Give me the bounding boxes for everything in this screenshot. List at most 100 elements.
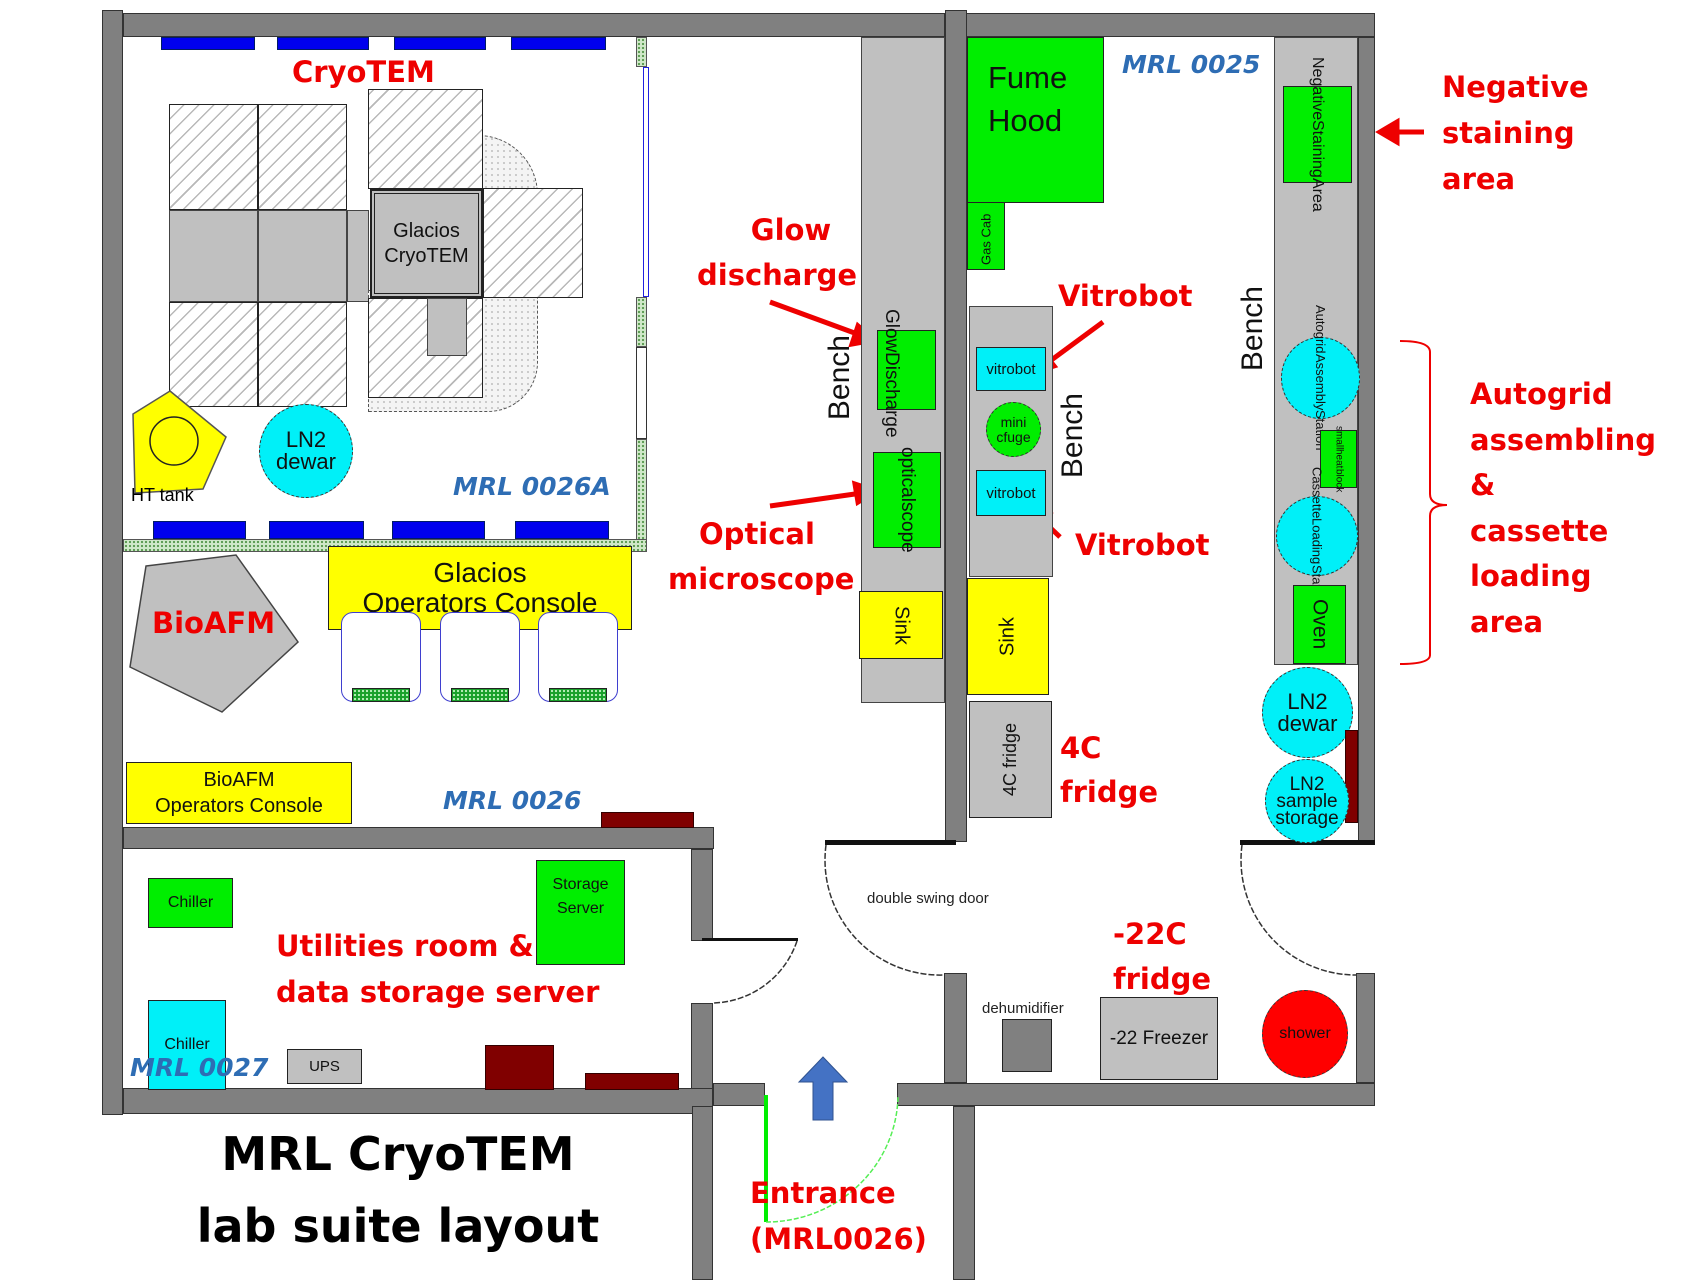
wall-utility-right-upper [691, 849, 713, 941]
glow-line2: discharge [697, 258, 858, 292]
partition-wall [636, 297, 647, 347]
freezer-22: -22 Freezer [1100, 997, 1218, 1080]
ln2-dewar-line2: dewar [276, 449, 336, 474]
fridge22-line2: fridge [1113, 962, 1212, 996]
maroon-cabinet [485, 1045, 554, 1090]
wall-right [1358, 37, 1375, 843]
wall-entrance-left-stub [713, 1083, 765, 1106]
chair [341, 612, 421, 702]
door-swing-arc [824, 844, 945, 976]
ln2-storage-line2: sample [1276, 790, 1338, 812]
utility-door-arc [712, 940, 798, 1004]
entrance-arrow-icon [797, 1056, 849, 1121]
shower: shower [1262, 990, 1348, 1078]
ht-tank-label: HT tank [131, 485, 194, 505]
autogrid-label-line5: loading [1470, 559, 1592, 593]
room-label-0026a: MRL 0026A [453, 472, 611, 501]
utilities-line2: data storage server [276, 975, 600, 1009]
label-optical-microscope: Optical microscope [668, 512, 855, 602]
window-blind [515, 521, 609, 539]
label-22c-fridge: -22C fridge [1113, 912, 1211, 1002]
wall-center-vertical [945, 10, 967, 842]
wall-lower-center-stub [944, 973, 967, 1083]
vitrobot-1: vitrobot [976, 347, 1046, 391]
autogrid-label-line4: cassette [1470, 513, 1609, 548]
label-4c-fridge: 4C fridge [1060, 726, 1158, 814]
cassette-line1: Cassette [1309, 466, 1325, 519]
entrance-line2: (MRL0026) [750, 1222, 927, 1256]
bioafm-console-line2: Operators Console [155, 795, 323, 817]
sink-right: Sink [967, 578, 1049, 695]
window-blind [277, 37, 369, 50]
tem-cabinet [258, 302, 347, 407]
ups: UPS [287, 1049, 362, 1084]
wall-top-right [944, 13, 1375, 37]
sink-left: Sink [859, 591, 943, 659]
glow-discharge-box [877, 330, 936, 410]
window-blind [511, 37, 606, 50]
autogrid-assembly-station: Autogrid Assembly Station [1281, 305, 1360, 451]
bench-left-label: Bench [823, 335, 856, 421]
label-bioafm: BioAFM [152, 606, 276, 640]
double-swing-door-label: double swing door [867, 890, 989, 907]
ln2-dewar-0025-line2: dewar [1277, 710, 1338, 736]
tem-side-block [483, 188, 583, 298]
neg-box-line2: Staining [1309, 120, 1326, 179]
ln2-sample-storage: LN2 sample storage [1265, 759, 1349, 843]
tem-connector [347, 210, 369, 302]
dehumidifier [1002, 1019, 1052, 1072]
storage-server: Storage Server [536, 860, 625, 965]
dehumidifier-label: dehumidifier [982, 1000, 1064, 1017]
tem-table [258, 210, 347, 302]
label-negative-staining: Negative staining area [1442, 64, 1589, 202]
wall-corridor-left [692, 1106, 713, 1280]
heat-block-line1: small [1333, 425, 1345, 450]
label-vitrobot-bottom: Vitrobot [1075, 528, 1210, 562]
double-door-frame-left [825, 840, 956, 845]
wall-bottom-left [123, 1088, 713, 1114]
tem-cabinet [169, 302, 258, 407]
tem-column-top [368, 89, 483, 189]
negative-staining-box: Negative Staining Area [1283, 57, 1352, 212]
neg-label-line2: staining [1442, 116, 1575, 150]
vitrobot-2: vitrobot [976, 470, 1046, 516]
mini-cfuge-line1: mini [1000, 413, 1027, 430]
bioafm-operators-console: BioAFM Operators Console [126, 762, 352, 824]
cassette-line2: Loading [1309, 518, 1325, 565]
tem-cabinet [169, 104, 258, 210]
fridge-4c-box: 4C fridge [969, 701, 1052, 818]
partition-wall [636, 37, 647, 67]
label-utilities: Utilities room & data storage server [276, 923, 599, 1015]
door-swing-arc [1240, 844, 1357, 976]
cassette-loading-station: Cassette Loading Station [1276, 467, 1358, 605]
label-autogrid-area: Autogrid assembling & cassette loading a… [1470, 372, 1656, 645]
small-heat-block: small heat block [1320, 426, 1357, 492]
label-cryotem: CryoTEM [292, 55, 435, 89]
chair-base [451, 688, 509, 702]
chiller-green: Chiller [148, 878, 233, 928]
ht-tank-inner-circle [149, 416, 199, 466]
wall-0026-0027-divider [123, 827, 714, 849]
window-blind [161, 37, 255, 50]
neg-box-line1: Negative [1309, 57, 1326, 121]
maroon-cabinet [585, 1073, 679, 1090]
optical-scope-box: optical scope [873, 447, 941, 553]
window-blind [269, 521, 364, 539]
glacios-cryotem: Glacios CryoTEM [370, 189, 483, 298]
optical-line2: microscope [668, 562, 855, 596]
autogrid-label-line2: assembling [1470, 422, 1657, 457]
window-blind [394, 37, 486, 50]
wall-corridor-right [953, 1106, 975, 1280]
gas-cabinet: Gas Cab [967, 202, 1005, 270]
glacios-cryotem-line1: Glacios [393, 219, 460, 242]
glass-door [636, 347, 647, 439]
bench-middle-label: Bench [1056, 393, 1089, 479]
ln2-dewar-line1: LN2 [285, 427, 327, 452]
storage-server-line1: Storage [552, 876, 609, 893]
heat-block-line3: block [1333, 468, 1345, 493]
autogrid-line2: Assembly [1313, 353, 1328, 411]
bench-right-label: Bench [1236, 286, 1269, 372]
page-title: MRL CryoTEM lab suite layout [118, 1118, 678, 1262]
wall-left [102, 10, 123, 1115]
tem-column-stem [427, 298, 467, 356]
